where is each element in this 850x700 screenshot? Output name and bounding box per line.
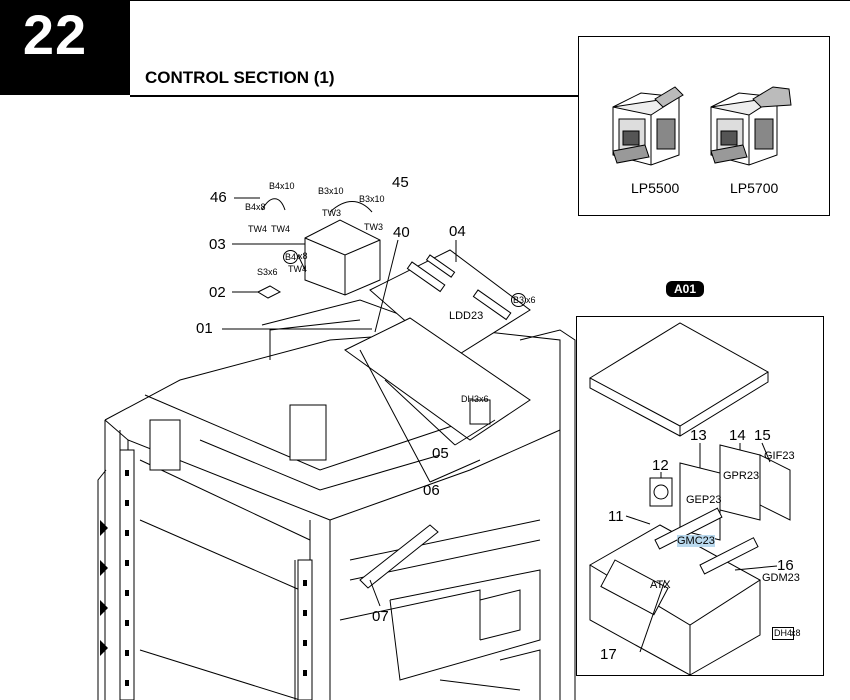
label-tw3-b: TW3 (364, 222, 383, 232)
printer-lp5700-icon (710, 86, 792, 166)
printer-lp5500-icon (612, 86, 684, 166)
callout-14: 14 (729, 427, 746, 444)
label-tw4-b: TW4 (271, 224, 290, 234)
label-ldd23: LDD23 (449, 310, 484, 322)
label-x8-b: x8 (791, 628, 801, 638)
model-reference-box: LP5500 LP5700 (578, 36, 830, 216)
label-b3-circle: B3 (511, 293, 526, 307)
page-number: 22 (22, 3, 88, 66)
callout-11: 11 (608, 508, 624, 525)
label-dh4: DH4 (772, 627, 795, 640)
label-gep23: GEP23 (686, 494, 722, 506)
label-dh3x6: DH3x6 (461, 394, 489, 404)
label-gif23: GIF23 (764, 450, 795, 462)
part-03 (304, 219, 381, 296)
cable-46 (261, 198, 286, 211)
card-gdm23 (699, 537, 759, 575)
callout-40: 40 (393, 224, 410, 241)
printer-illustrations (612, 86, 792, 166)
inset-a01-frame (576, 316, 824, 676)
section-badge-a01: A01 (666, 281, 704, 297)
top-rule (130, 0, 850, 1)
label-b3x10-b: B3x10 (359, 194, 385, 204)
cable-45 (329, 201, 373, 213)
machine-frame (97, 299, 576, 700)
label-tw4-c: TW4 (288, 264, 307, 274)
label-x8-a: x8 (298, 251, 308, 261)
callout-13: 13 (690, 427, 707, 444)
label-b4x8: B4x8 (245, 202, 266, 212)
callout-07: 07 (372, 608, 389, 625)
card-gmc23 (654, 507, 723, 550)
board-40 (344, 317, 531, 441)
label-s3x6: S3x6 (257, 267, 278, 277)
callout-15: 15 (754, 427, 771, 444)
model-label-lp5700: LP5700 (730, 180, 779, 196)
callout-02: 02 (209, 284, 226, 301)
callout-01: 01 (196, 320, 213, 337)
label-x6-a: x6 (526, 295, 536, 305)
label-tw4-a: TW4 (248, 224, 267, 234)
label-b3x10-a: B3x10 (318, 186, 344, 196)
callout-06: 06 (423, 482, 440, 499)
label-atx: ATX (650, 579, 671, 591)
rail-holes (100, 470, 307, 686)
model-label-lp5500: LP5500 (631, 180, 680, 196)
callout-03: 03 (209, 236, 226, 253)
callout-12: 12 (652, 457, 669, 474)
callout-17: 17 (600, 646, 617, 663)
inset-a01-drawing (588, 322, 791, 676)
callout-16: 16 (777, 557, 794, 574)
callout-04: 04 (449, 223, 466, 240)
label-gpr23: GPR23 (723, 470, 760, 482)
board-ldd23 (369, 249, 531, 361)
label-b4x10: B4x10 (269, 181, 295, 191)
card-gpr23 (719, 444, 761, 521)
part-02 (256, 285, 282, 299)
board-atx (600, 559, 669, 616)
callout-46: 46 (210, 189, 227, 206)
callout-05: 05 (432, 445, 449, 462)
label-gdm23: GDM23 (762, 572, 800, 584)
label-b4-circle: B4 (283, 250, 298, 264)
page-number-box (0, 0, 130, 95)
callout-45: 45 (392, 174, 409, 191)
label-gmc23: GMC23 (677, 535, 715, 547)
section-title: CONTROL SECTION (1) (145, 68, 335, 87)
leader-lines (222, 197, 496, 607)
title-rule (130, 95, 580, 97)
card-gif23 (759, 454, 791, 521)
label-tw3-a: TW3 (322, 208, 341, 218)
part-07 (359, 524, 439, 589)
